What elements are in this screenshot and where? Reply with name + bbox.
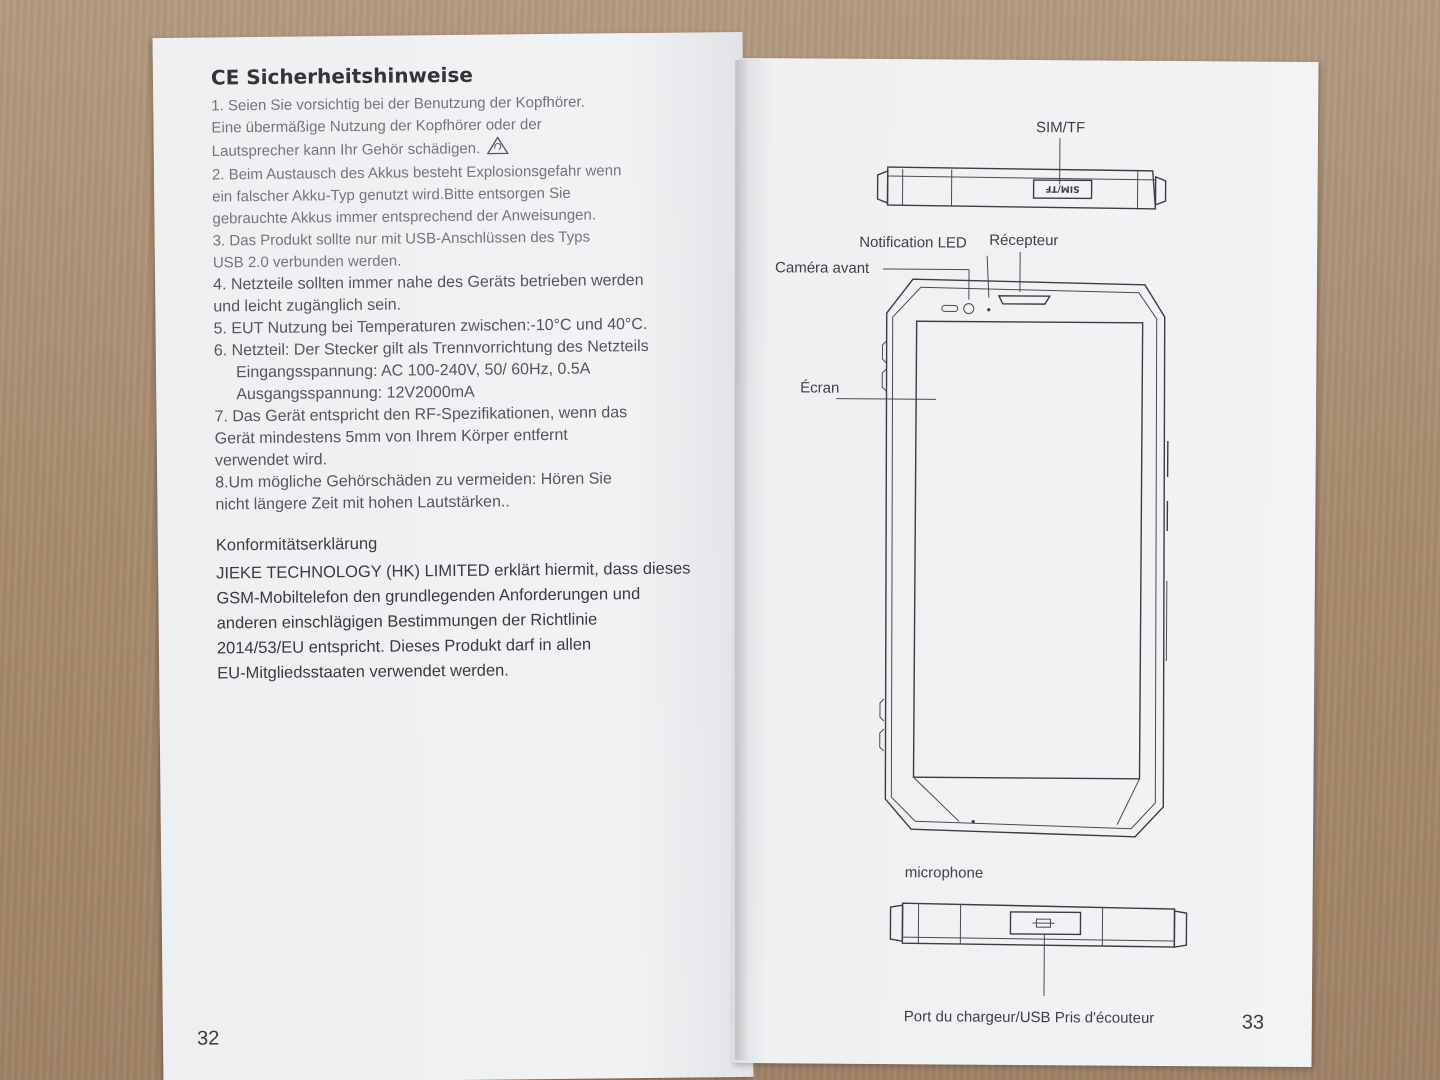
left-page: CE Sicherheitshinweise 1. Seien Sie vors…	[152, 31, 754, 1080]
safety-items-list: 1. Seien Sie vorsichtig bei der Benutzun…	[211, 90, 735, 516]
page-number-right: 33	[1241, 1011, 1265, 1034]
book-gutter	[735, 60, 749, 1060]
microphone-label: microphone	[905, 864, 984, 882]
booklet: CE Sicherheitshinweise 1. Seien Sie vors…	[150, 30, 1320, 1080]
usb-port-cover	[1009, 911, 1082, 936]
led-leader-line	[986, 255, 990, 298]
safety-item-text: verwendet wird.	[214, 451, 328, 470]
sensor-icon	[941, 304, 959, 313]
phone-diagram: SIM/TF SIM/TF Notification LED Récepteur…	[775, 119, 1188, 1027]
safety-item-text: 8.Um mögliche Gehörschäden zu vermeiden:…	[215, 470, 612, 492]
right-page: SIM/TF SIM/TF Notification LED Récepteur…	[731, 57, 1319, 1068]
safety-item-text: ein falscher Akku-Typ genutzt wird.Bitte…	[212, 184, 571, 206]
microphone-hole	[971, 820, 975, 824]
safety-item-text: Gerät mindestens 5mm von Ihrem Körper en…	[214, 426, 568, 448]
safety-item-text: 7. Das Gerät entspricht den RF-Spezifika…	[214, 404, 628, 426]
safety-item-text: Eine übermäßige Nutzung der Kopfhörer od…	[211, 116, 542, 137]
conformity-heading: Konformitätserklärung	[215, 534, 378, 555]
safety-item-text: Ausgangsspannung: 12V2000mA	[236, 383, 475, 404]
safety-item-text: 2. Beim Austausch des Akkus besteht Expl…	[211, 162, 622, 184]
conformity-paragraph: JIEKE TECHNOLOGY (HK) LIMITED erklärt hi…	[216, 556, 737, 686]
safety-item-text: 3. Das Produkt sollte nur mit USB-Anschl…	[212, 228, 591, 250]
sim-slot-icon	[1032, 179, 1093, 200]
usb-icon	[1032, 918, 1055, 928]
page-number-left: 32	[196, 1027, 220, 1050]
camera-leader-line	[883, 268, 970, 271]
safety-item-text: Eingangsspannung: AC 100-240V, 50/ 60Hz,…	[235, 360, 591, 382]
receiver-grille	[997, 295, 1052, 305]
sim-slot-text: SIM/TF	[1045, 183, 1079, 193]
section-title: CE Sicherheitshinweise	[210, 62, 473, 90]
phone-front-view	[879, 278, 1169, 838]
safety-item-text: 4. Netzteile sollten immer nahe des Gerä…	[213, 271, 644, 294]
screen-label: Écran	[800, 379, 839, 396]
safety-item-text: nicht längere Zeit mit hohen Lautstärken…	[215, 493, 510, 514]
hearing-warning-icon	[486, 136, 509, 161]
notification-led-label: Notification LED	[859, 234, 967, 252]
safety-item-text: Lautsprecher kann Ihr Gehör schädigen.	[211, 140, 481, 160]
sim-label: SIM/TF	[1036, 119, 1085, 136]
safety-item-text: 6. Netzteil: Der Stecker gilt als Trennv…	[213, 337, 649, 360]
led-icon	[987, 308, 991, 312]
phone-bottom-view	[889, 902, 1188, 948]
receiver-label: Récepteur	[989, 232, 1058, 249]
port-label: Port du chargeur/USB Pris d'écouteur	[904, 1008, 1155, 1027]
safety-item-text: USB 2.0 verbunden werden.	[212, 252, 402, 272]
phone-top-view: SIM/TF	[876, 166, 1167, 210]
safety-item-text: 1. Seien Sie vorsichtig bei der Benutzun…	[211, 93, 585, 115]
front-camera-label: Caméra avant	[775, 259, 870, 277]
safety-item-text: und leicht zugänglich sein.	[213, 296, 402, 316]
safety-item-line: nicht längere Zeit mit hohen Lautstärken…	[215, 489, 735, 516]
safety-item-text: 5. EUT Nutzung bei Temperaturen zwischen…	[213, 315, 648, 338]
safety-item-line: Lautsprecher kann Ihr Gehör schädigen.	[212, 134, 732, 164]
conformity-line: EU-Mitgliedsstaaten verwendet werden.	[217, 661, 509, 683]
safety-text-block: CE Sicherheitshinweise 1. Seien Sie vors…	[211, 60, 737, 686]
safety-item-text: gebrauchte Akkus immer entsprechend der …	[212, 206, 597, 228]
screen-area	[912, 320, 1144, 780]
front-camera-icon	[963, 303, 975, 315]
screen-leader-line	[836, 398, 937, 400]
